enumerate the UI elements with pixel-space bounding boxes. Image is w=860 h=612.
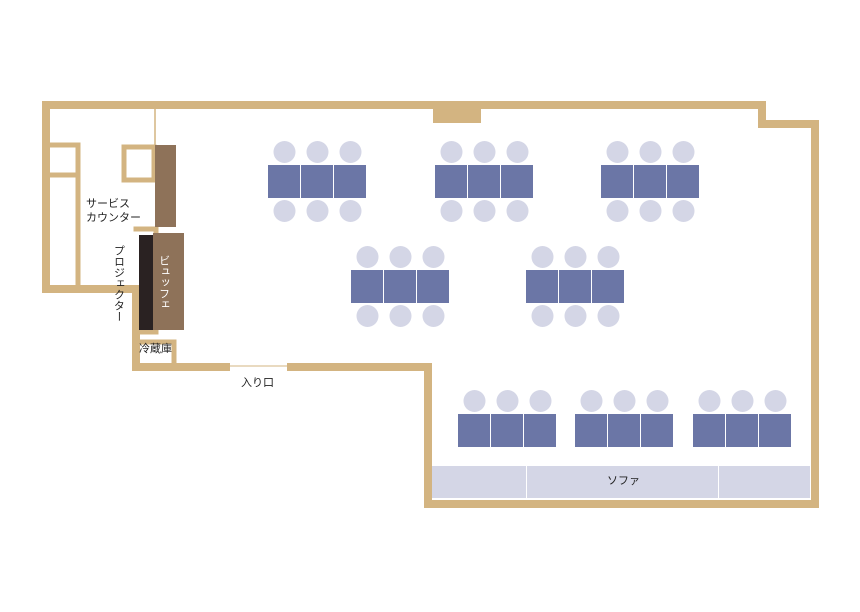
table (501, 165, 533, 198)
chair (606, 200, 629, 222)
table (759, 414, 791, 447)
chair (306, 200, 329, 222)
table (458, 414, 490, 447)
chair (339, 200, 362, 222)
chair (273, 141, 296, 163)
chair (422, 246, 445, 268)
sofa-label: ソファ (607, 474, 640, 487)
chair (597, 246, 620, 268)
table (641, 414, 673, 447)
table-group (693, 390, 791, 447)
chair (646, 390, 669, 412)
chair (339, 141, 362, 163)
table (608, 414, 640, 447)
service-counter-label: カウンター (86, 211, 141, 224)
chair (506, 141, 529, 163)
chair (273, 200, 296, 222)
chair (506, 200, 529, 222)
chair (389, 305, 412, 327)
chair (764, 390, 787, 412)
chair (531, 305, 554, 327)
table (601, 165, 633, 198)
table (526, 270, 558, 303)
chair (473, 141, 496, 163)
table-group (601, 141, 699, 222)
chair (639, 200, 662, 222)
chair (356, 305, 379, 327)
chair (531, 246, 554, 268)
table-group (351, 246, 449, 327)
table (592, 270, 624, 303)
table-group (526, 246, 624, 327)
chair (731, 390, 754, 412)
chair (564, 305, 587, 327)
service-counter-label: サービス (86, 197, 130, 210)
chair (564, 246, 587, 268)
table (491, 414, 523, 447)
fridge-label: 冷蔵庫 (139, 341, 172, 355)
table-group (575, 390, 673, 447)
table (301, 165, 333, 198)
inner-wall-left-room (45, 142, 81, 290)
buffet-table (153, 233, 184, 330)
sofa-cushion (719, 466, 810, 498)
chair (597, 305, 620, 327)
table (575, 414, 607, 447)
table (634, 165, 666, 198)
table (559, 270, 591, 303)
table (667, 165, 699, 198)
chair (496, 390, 519, 412)
outer-wall-left (42, 101, 230, 371)
chair (698, 390, 721, 412)
table (726, 414, 758, 447)
chair (473, 200, 496, 222)
chair (306, 141, 329, 163)
chair (672, 141, 695, 163)
chair (356, 246, 379, 268)
chair (463, 390, 486, 412)
table (351, 270, 383, 303)
table (435, 165, 467, 198)
table-group (458, 390, 556, 447)
table (334, 165, 366, 198)
table (268, 165, 300, 198)
table (524, 414, 556, 447)
chair (422, 305, 445, 327)
chair (529, 390, 552, 412)
sofa-cushion (432, 466, 526, 498)
service-counter (155, 145, 176, 227)
table (693, 414, 725, 447)
outer-wall (42, 101, 819, 508)
service-counter-box (121, 144, 157, 183)
table-group (435, 141, 533, 222)
entrance-label: 入り口 (241, 376, 274, 389)
chair (613, 390, 636, 412)
chair (580, 390, 603, 412)
chair (440, 200, 463, 222)
table (417, 270, 449, 303)
wall-pillar (433, 109, 481, 123)
buffet-label: ビュッフェ (158, 255, 171, 310)
projector-label: プロジェクター (113, 245, 126, 322)
chair (389, 246, 412, 268)
chair (606, 141, 629, 163)
table (384, 270, 416, 303)
seating-area (268, 141, 791, 447)
sofa-cushion (527, 466, 718, 498)
chair (639, 141, 662, 163)
chair (440, 141, 463, 163)
table-group (268, 141, 366, 222)
chair (672, 200, 695, 222)
sofa (432, 466, 810, 498)
table (468, 165, 500, 198)
projector-screen (139, 235, 153, 330)
